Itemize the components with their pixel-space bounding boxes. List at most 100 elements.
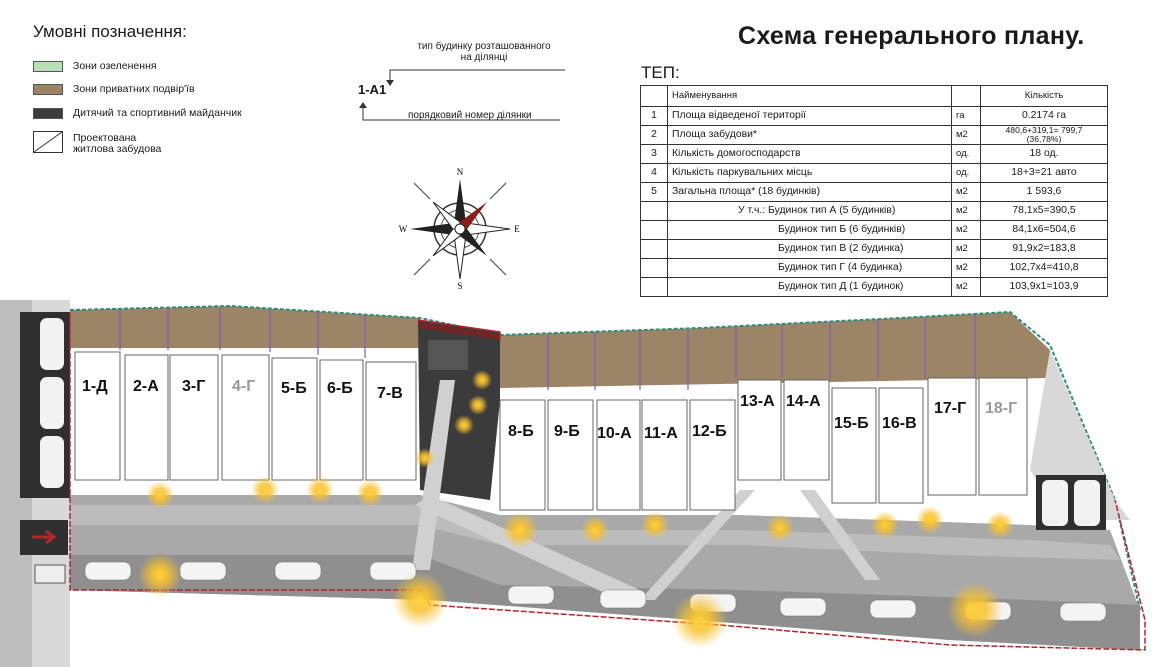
tep-unit: м2 [951,220,981,240]
tep-name: Будинок тип Д (1 будинок) [667,277,952,297]
tep-unit: м2 [951,201,981,221]
tep-num: 2 [640,125,668,145]
tep-unit: м2 [951,125,981,145]
compass-w: W [399,224,408,234]
tep-name: Площа відведеної території [667,106,952,126]
tep-num [640,220,668,240]
building-label: 3-Г [182,378,206,395]
legend-title: Умовні позначення: [33,22,187,41]
building-label: 1-Д [82,378,108,395]
table-row: 1 Площа відведеної території га 0.2174 г… [640,106,1108,126]
plan-title: Схема генерального плану. [738,22,1085,50]
tep-qty: 18+3=21 авто [980,163,1108,183]
table-row: Будинок тип Г (4 будинка) м2 102,7х4=410… [640,258,1108,278]
table-row: Будинок тип Б (6 будинків) м2 84,1х6=504… [640,220,1108,240]
tep-name: Кількість домогосподарств [667,144,952,164]
tep-header-name: Найменування [667,85,952,107]
building-label: 6-Б [327,380,353,397]
marker-leader-lines [359,69,565,121]
tep-qty: 0.2174 га [980,106,1108,126]
parked-car [40,318,64,370]
tep-header-qty: Кількість [980,85,1108,107]
houses-west [74,351,417,481]
tep-qty: 78,1х5=390,5 [980,201,1108,221]
table-row: 2 Площа забудови* м2 480,6+319,1= 799,7 … [640,125,1108,145]
tep-name: У т.ч.: Будинок тип А (5 будинків) [667,201,952,221]
tep-qty: 1 593,6 [980,182,1108,202]
tep-unit: м2 [951,258,981,278]
tep-unit: од. [951,144,981,164]
lamps [138,370,1014,648]
tep-num [640,277,668,297]
tep-qty: 103,9х1=103,9 [980,277,1108,297]
table-row: 4 Кількість паркувальних місць од. 18+3=… [640,163,1108,183]
building-label: 17-Г [934,400,967,417]
building-label: 2-А [133,378,159,395]
table-row: Будинок тип В (2 будинка) м2 91,9х2=183,… [640,239,1108,259]
tep-header-row: Найменування Кількість [640,85,1108,107]
site-plan [0,300,1146,667]
building-label: 13-А [740,393,775,410]
tep-qty: 84,1х6=504,6 [980,220,1108,240]
private-yards-east [500,312,1050,388]
compass-s: S [457,281,462,291]
tep-num: 1 [640,106,668,126]
tep-num [640,258,668,278]
tep-name: Кількість паркувальних місць [667,163,952,183]
entrance-arrow-icon [32,529,57,545]
tep-name: Будинок тип Б (6 будинків) [667,220,952,240]
parked-car [40,436,64,488]
table-row: 5 Загальна площа* (18 будинків) м2 1 593… [640,182,1108,202]
legend-item-greenery: Зони озеленення [33,60,157,72]
housing-swatch-icon [33,131,63,153]
building-label: 15-Б [834,415,869,432]
table-row: У т.ч.: Будинок тип А (5 будинків) м2 78… [640,201,1108,221]
tep-cell [640,85,668,107]
tep-num: 3 [640,144,668,164]
building-label: 16-В [882,415,917,432]
tep-num: 5 [640,182,668,202]
building-label: 11-А [644,425,678,442]
legend-label: Дитячий та спортивний майданчик [73,107,242,119]
legend-label: Проектована житлова забудова [73,132,162,156]
houses-east [499,377,1028,511]
compass-rose-icon: N S E W [399,167,521,291]
marker-code: 1-А1 [358,82,387,97]
building-label: 12-Б [692,423,727,440]
marker-top-note: тип будинку розташованного на ділянці [417,41,551,63]
green-boundary [69,304,1141,611]
yards-swatch [33,83,63,95]
diagonal-path [412,380,455,570]
tep-label: ТЕП: [641,63,680,82]
building-label: 18-Г [985,400,1018,417]
building-label: 4-Г [232,378,256,395]
tep-name: Будинок тип Г (4 будинка) [667,258,952,278]
building-label: 10-А [597,425,632,442]
tep-table: Найменування Кількість 1 Площа відведено… [640,85,1108,297]
legend-label: Зони озеленення [73,60,157,72]
legend-label: Зони приватних подвір'їв [73,83,195,95]
private-yards-west [70,306,420,348]
tep-unit: м2 [951,239,981,259]
table-row: 3 Кількість домогосподарств од. 18 од. [640,144,1108,164]
tep-num [640,239,668,259]
tep-num: 4 [640,163,668,183]
tep-name: Площа забудови* [667,125,952,145]
building-label: 7-В [377,385,403,402]
playground-swatch [33,107,63,119]
legend-item-playground: Дитячий та спортивний майданчик [33,107,242,119]
marker-bottom-note: порядковий номер ділянки [408,110,532,121]
legend-item-housing: Проектована житлова забудова [33,131,161,155]
tep-unit: м2 [951,277,981,297]
tep-qty: 480,6+319,1= 799,7 (36,78%) [980,125,1108,145]
tep-name: Загальна площа* (18 будинків) [667,182,952,202]
table-row: Будинок тип Д (1 будинок) м2 103,9х1=103… [640,277,1108,297]
building-label: 9-Б [554,423,580,440]
tep-num [640,201,668,221]
tep-qty: 18 од. [980,144,1108,164]
compass-n: N [457,167,464,177]
tep-qty: 91,9х2=183,8 [980,239,1108,259]
compass-e: E [514,224,520,234]
legend-item-yards: Зони приватних подвір'їв [33,83,195,95]
tep-qty: 102,7х4=410,8 [980,258,1108,278]
